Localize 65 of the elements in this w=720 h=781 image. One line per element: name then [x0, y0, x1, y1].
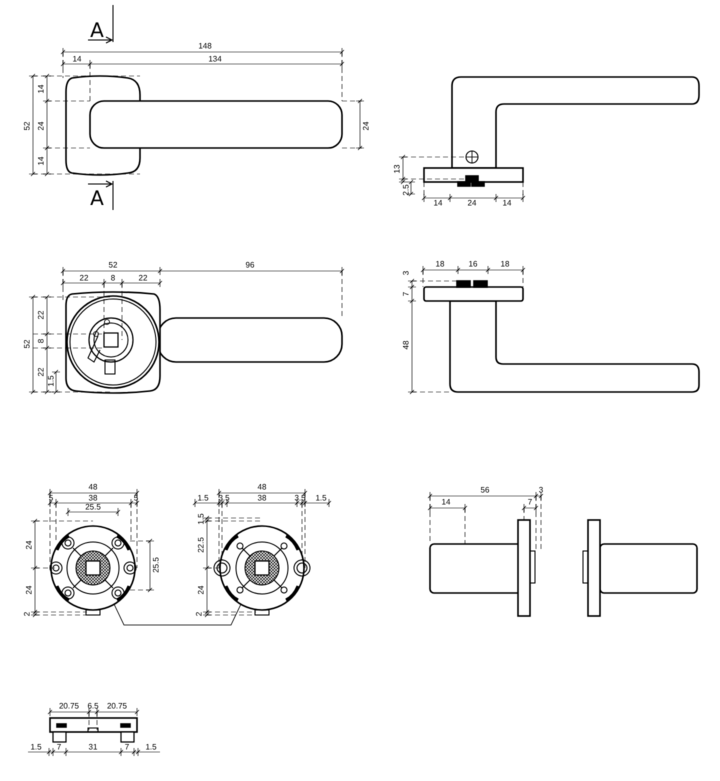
dimension-value: 3.5: [218, 494, 230, 502]
dimension-value: 24: [36, 122, 46, 130]
dimension-value: 148: [198, 42, 212, 50]
dimension-value: 18: [436, 260, 444, 268]
dimension-value: 25.5: [85, 502, 101, 512]
dimension-value: 13: [392, 164, 402, 174]
dimension-value: 38: [258, 494, 266, 502]
dimension-value: 52: [22, 122, 32, 130]
dimension-value: 3: [538, 486, 544, 494]
dimension-value: 14: [442, 498, 450, 506]
dimension-value: 7: [528, 498, 532, 506]
dimension-value: 14: [36, 84, 46, 94]
dimension-value: 20.75: [58, 702, 80, 710]
dimension-value: 14: [502, 198, 512, 208]
dimension-value: 8: [36, 338, 46, 344]
dimension-value: 2.5: [402, 184, 410, 196]
dimension-value: 1.5: [315, 494, 327, 502]
dimension-value: 2: [194, 612, 204, 616]
dimension-value: 56: [480, 486, 490, 494]
dimension-value: 1.5: [46, 375, 56, 387]
dimension-value: 5: [48, 494, 54, 502]
dimension-value: 14: [36, 156, 46, 166]
dimension-value: 22: [36, 310, 46, 320]
dimension-value: 52: [108, 260, 118, 270]
dimension-value: 14: [434, 198, 442, 208]
dimension-value: 1.5: [196, 513, 206, 525]
dimension-value: 22.5: [196, 537, 206, 553]
dimension-value: 22: [80, 274, 88, 282]
dimension-value: 38: [88, 494, 98, 502]
dimension-value: 22: [36, 368, 46, 376]
dimension-value: 25.5: [152, 557, 160, 573]
dimension-value: 22: [138, 274, 148, 282]
dimension-value: 18: [500, 260, 510, 268]
rosette-back-drawing: [214, 525, 310, 616]
rosette-front-drawing: [50, 525, 136, 616]
dimension-value: 24: [468, 198, 476, 208]
dimension-value: 7: [56, 742, 62, 752]
dimension-value: 5: [134, 494, 138, 502]
dimension-value: 24: [24, 540, 34, 550]
connector-line: [114, 604, 242, 626]
dimension-value: 14: [72, 54, 82, 64]
dimension-value: 1.5: [197, 494, 209, 502]
section-label: A: [90, 19, 104, 41]
dimension-value: 1.5: [145, 742, 157, 752]
dimension-value: 20.75: [106, 702, 128, 710]
dimension-value: 7: [124, 742, 130, 752]
section-label: A: [90, 187, 104, 209]
dimension-value: 3: [402, 270, 410, 276]
dimension-value: 48: [258, 482, 266, 492]
dimension-value: 96: [246, 260, 254, 270]
dimension-value: 24: [24, 586, 34, 594]
dimension-value: 8: [110, 274, 116, 282]
dimension-value: 31: [88, 742, 98, 752]
dimension-value: 134: [208, 54, 222, 64]
dimension-value: 3.5: [294, 494, 306, 502]
dimension-value: 6.5: [87, 702, 99, 710]
dimension-value: 16: [468, 260, 478, 268]
dimension-value: 48: [402, 340, 410, 350]
dimension-value: 52: [22, 340, 32, 348]
dimension-value: 24: [362, 122, 370, 130]
dimension-value: 24: [196, 586, 206, 594]
dimension-value: 48: [88, 482, 98, 492]
dimension-value: 1.5: [30, 742, 42, 752]
dimension-value: 7: [402, 292, 410, 296]
dimension-value: 2: [22, 612, 32, 616]
